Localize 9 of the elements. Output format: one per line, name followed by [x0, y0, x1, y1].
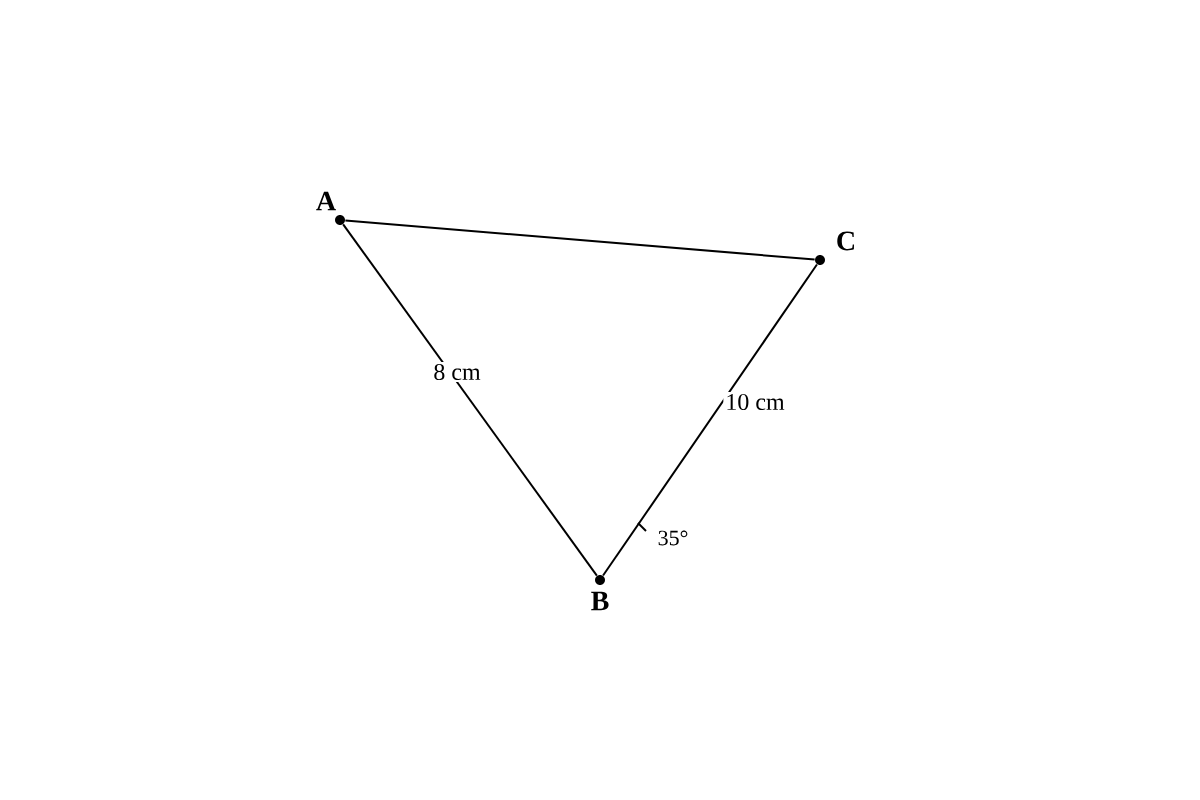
length-label: 10 cm	[723, 391, 787, 413]
triangle-side	[342, 223, 598, 577]
vertex-label: C	[837, 231, 854, 251]
vertex-label: A	[316, 191, 336, 211]
length-label: 8 cm	[431, 361, 483, 383]
triangle-side	[344, 219, 816, 261]
angle-label: 35°	[658, 530, 688, 546]
vertex-label: B	[591, 591, 609, 611]
triangle-side	[602, 263, 818, 577]
